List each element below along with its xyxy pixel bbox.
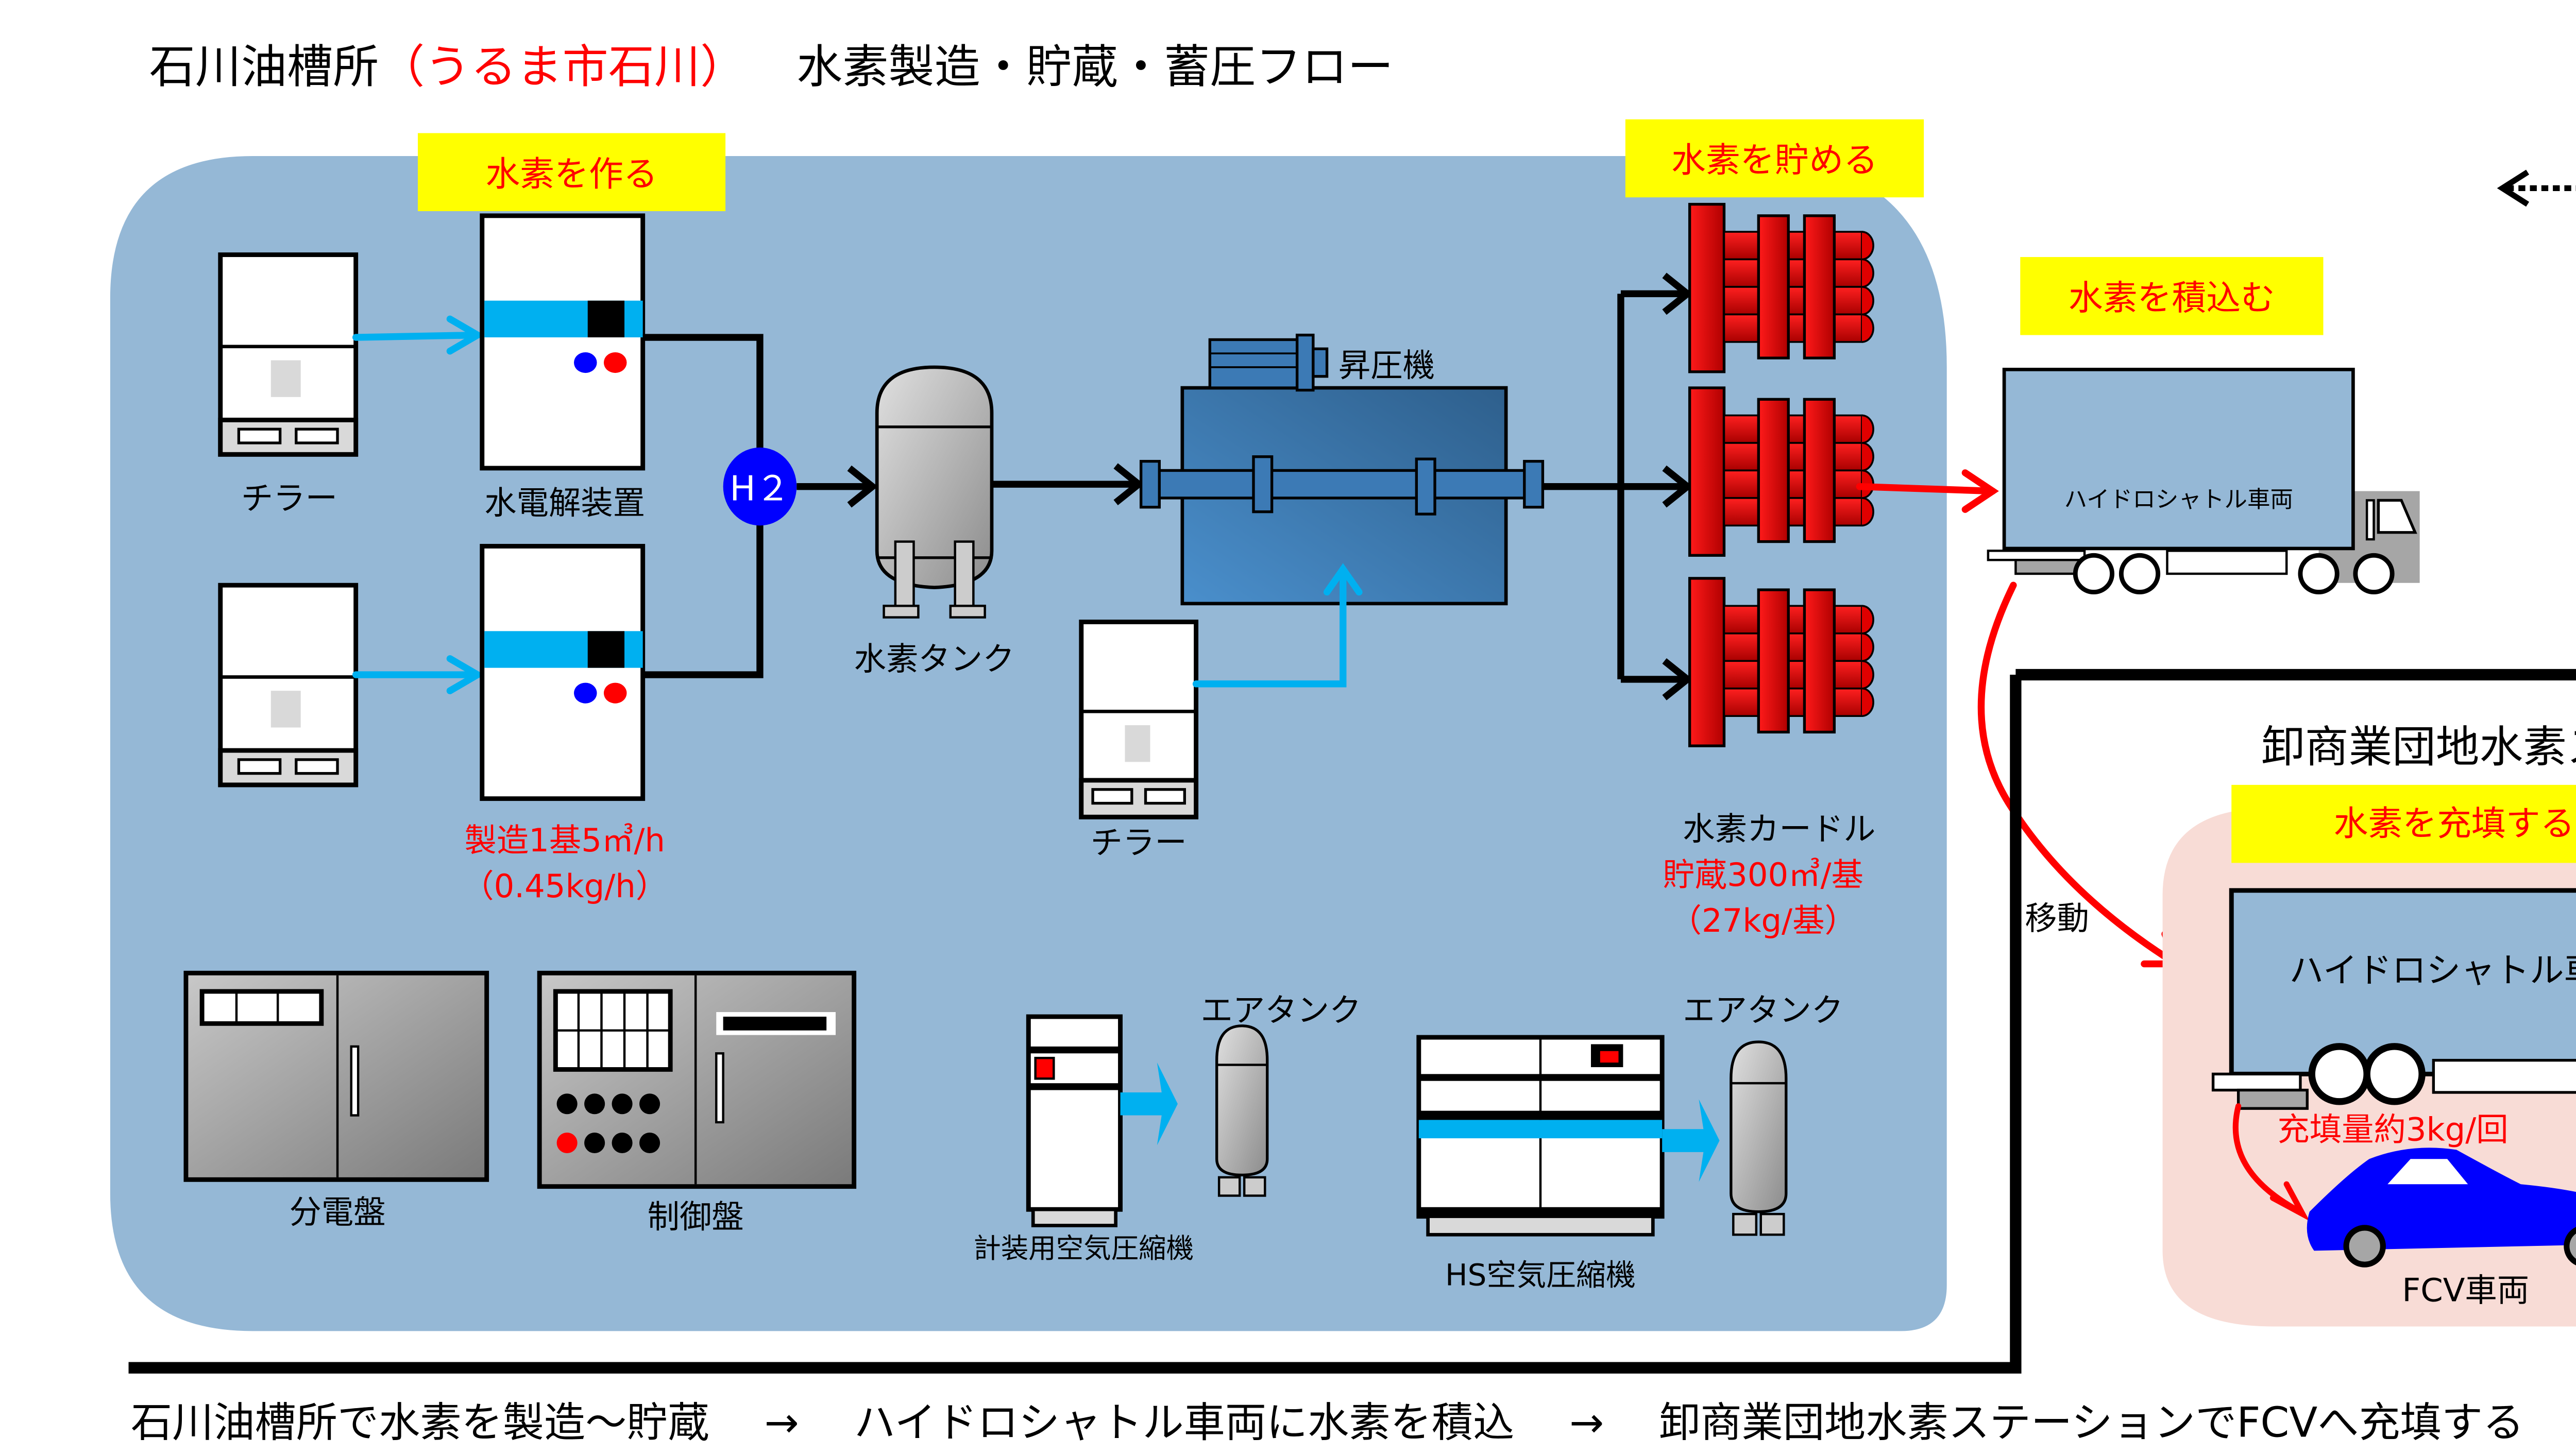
chiller-2 [218, 583, 359, 788]
production-spec-line2: （0.45kg/h） [462, 867, 668, 905]
system-link-horizontal-arrow [2497, 169, 2576, 207]
move-label: 移動 [2025, 900, 2089, 937]
air-tank-2-label: エアタンク [1683, 991, 1843, 1029]
caption-arrow-2: → [1569, 1398, 1604, 1446]
caption-arrow-1: → [765, 1398, 799, 1446]
hs-air-compressor-icon [1416, 1035, 1665, 1237]
chiller-3-label: チラー [1091, 824, 1187, 862]
stage-store-badge [1625, 119, 1924, 198]
stage-store-label: 水素を貯める [1671, 140, 1878, 180]
instrument-air-compressor-label: 計装用空気圧縮機 [973, 1232, 1194, 1264]
hydrogen-curdle-3 [1688, 577, 1874, 747]
stage-load-label: 水素を積込む [2069, 278, 2275, 318]
section-divider [128, 669, 2576, 1374]
air-tank-1-label: エアタンク [1201, 991, 1362, 1029]
fill-arrow [2232, 1103, 2310, 1221]
h2-node: H２ [723, 447, 797, 526]
electrolyzer-label: 水電解装置 [484, 484, 645, 522]
cooling-water-line [1192, 563, 1363, 688]
hydro-shuttle-truck-small: ハイドロシャトル車両 [1987, 368, 2420, 595]
curdle-manifold [1543, 272, 1693, 700]
title-site: 石川油槽所 [149, 40, 379, 94]
control-panel-icon [537, 970, 857, 1189]
production-spec-line1: 製造1基5㎥/h [464, 821, 665, 859]
control-panel-label: 制御盤 [648, 1198, 744, 1236]
fill-amount-label: 充填量約3kg/回 [2277, 1111, 2508, 1149]
instrument-air-compressor-icon [1026, 1014, 1123, 1227]
title-location: （うるま市石川） [379, 40, 746, 94]
air-flow-arrow-2 [1662, 1099, 1720, 1182]
distribution-board-label: 分電盤 [289, 1193, 385, 1231]
hs-air-compressor-label: HS空気圧縮機 [1445, 1257, 1636, 1292]
air-tank-2-icon [1730, 1040, 1788, 1236]
stage-make-badge [417, 133, 726, 211]
stage-make-label: 水素を作る [485, 154, 657, 194]
chiller-3 [1079, 620, 1199, 819]
h2-collector-pipe [642, 334, 764, 678]
electrolyzer-1 [480, 213, 646, 471]
fcv-label: FCV車両 [2402, 1271, 2529, 1309]
flow-caption: 石川油槽所で水素を製造～貯蔵 → ハイドロシャトル車両に水素を積込 → 卸商業団地水素ス… [131, 1398, 2524, 1446]
hydrogen-tank-icon [875, 365, 994, 619]
curdle-label: 水素カードル [1683, 810, 1875, 848]
hydrogen-curdle-2 [1688, 386, 1874, 557]
stage-load-badge [2020, 257, 2324, 335]
electrolyzer-2 [480, 544, 646, 801]
hydrogen-curdle-1 [1688, 202, 1874, 373]
water-flow-arrow-2 [352, 655, 485, 694]
h2-node-label: H２ [730, 468, 790, 508]
chiller-1-label: チラー [241, 480, 337, 517]
air-flow-arrow-1 [1120, 1063, 1178, 1145]
caption-step-2: ハイドロシャトル車両に水素を積込 [854, 1398, 1514, 1446]
chiller-1 [218, 252, 359, 457]
h2-to-tank-pipe [796, 465, 878, 508]
hydro-shuttle-truck: ハイドロシャトル車両 [2211, 888, 2576, 1110]
caption-step-1: 石川油槽所で水素を製造～貯蔵 [131, 1398, 709, 1446]
station-name: 卸商業団地水素ステーション [2261, 721, 2576, 772]
hydro-shuttle-label: ハイドロシャトル車両 [2289, 950, 2576, 990]
page-title: 石川油槽所（うるま市石川） 水素製造・貯蔵・蓄圧フロー [149, 40, 1394, 94]
storage-spec-line1: 貯蔵300㎥/基 [1663, 856, 1863, 894]
caption-step-3: 卸商業団地水素ステーションでFCVへ充填する [1659, 1398, 2524, 1446]
stage-fill-label: 水素を充填する（販売する） [2334, 803, 2576, 844]
water-flow-arrow-1 [352, 315, 485, 355]
hydro-shuttle-small-label: ハイドロシャトル車両 [2064, 486, 2293, 513]
storage-spec-line2: （27kg/基） [1670, 902, 1857, 939]
fcv-car-icon [2307, 1148, 2576, 1268]
load-arrow [1856, 469, 1999, 513]
compressor-label: 昇圧機 [1338, 347, 1435, 384]
air-tank-1-icon [1215, 1024, 1269, 1197]
stage-fill-badge [2231, 784, 2576, 863]
title-flow: 水素製造・貯蔵・蓄圧フロー [796, 40, 1393, 94]
station-title: 卸商業団地水素ステーション（浦添市西洲）充填 [2261, 721, 2576, 772]
distribution-board-icon [183, 970, 489, 1182]
tank-to-compressor-pipe [991, 463, 1144, 506]
hydrogen-tank-label: 水素タンク [854, 640, 1015, 678]
